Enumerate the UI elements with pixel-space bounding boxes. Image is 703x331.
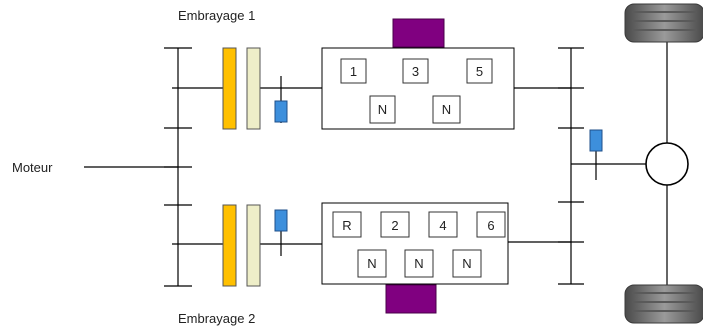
gearbox-2-gears: R 2 4 6 N N N [332,211,506,278]
synchronizer-3 [589,129,603,152]
neutral-label: N [378,102,387,117]
neutral-box [357,249,387,278]
gear-label: 4 [439,218,446,233]
synchronizer-2 [274,209,288,232]
gear-label: R [342,218,351,233]
neutral-box [369,95,396,124]
neutral-box [404,249,434,278]
clutch-2-label: Embrayage 2 [178,311,255,326]
gear-box-r [332,211,362,238]
gear-box-2 [380,211,410,238]
gear-label: 6 [487,218,494,233]
gear-box-6 [476,211,506,238]
clutch-2-disc-driving [222,204,237,287]
synchronizer-1 [274,100,288,123]
actuator-1 [392,18,445,48]
gear-box-1 [340,58,367,84]
gear-box-3 [402,58,429,84]
tire-icon [624,284,703,324]
neutral-label: N [414,256,423,271]
tire-icon [624,3,703,43]
clutch-1-disc-driving [222,47,237,130]
gearbox-1-gears: 1 3 5 N N [340,58,493,124]
neutral-box [452,249,482,278]
gear-label: 5 [476,64,483,79]
gear-label: 3 [412,64,419,79]
gear-box-5 [466,58,493,84]
gear-label: 1 [350,64,357,79]
differential-circle [645,142,689,186]
gear-box-4 [428,211,458,238]
engine-label: Moteur [12,160,53,175]
neutral-label: N [462,256,471,271]
clutch-1-disc-driven [246,47,261,130]
neutral-box [432,95,461,124]
actuator-2 [385,284,437,314]
gear-label: 2 [391,218,398,233]
neutral-label: N [367,256,376,271]
neutral-label: N [442,102,451,117]
clutch-2-disc-driven [246,204,261,287]
clutch-1-label: Embrayage 1 [178,8,255,23]
